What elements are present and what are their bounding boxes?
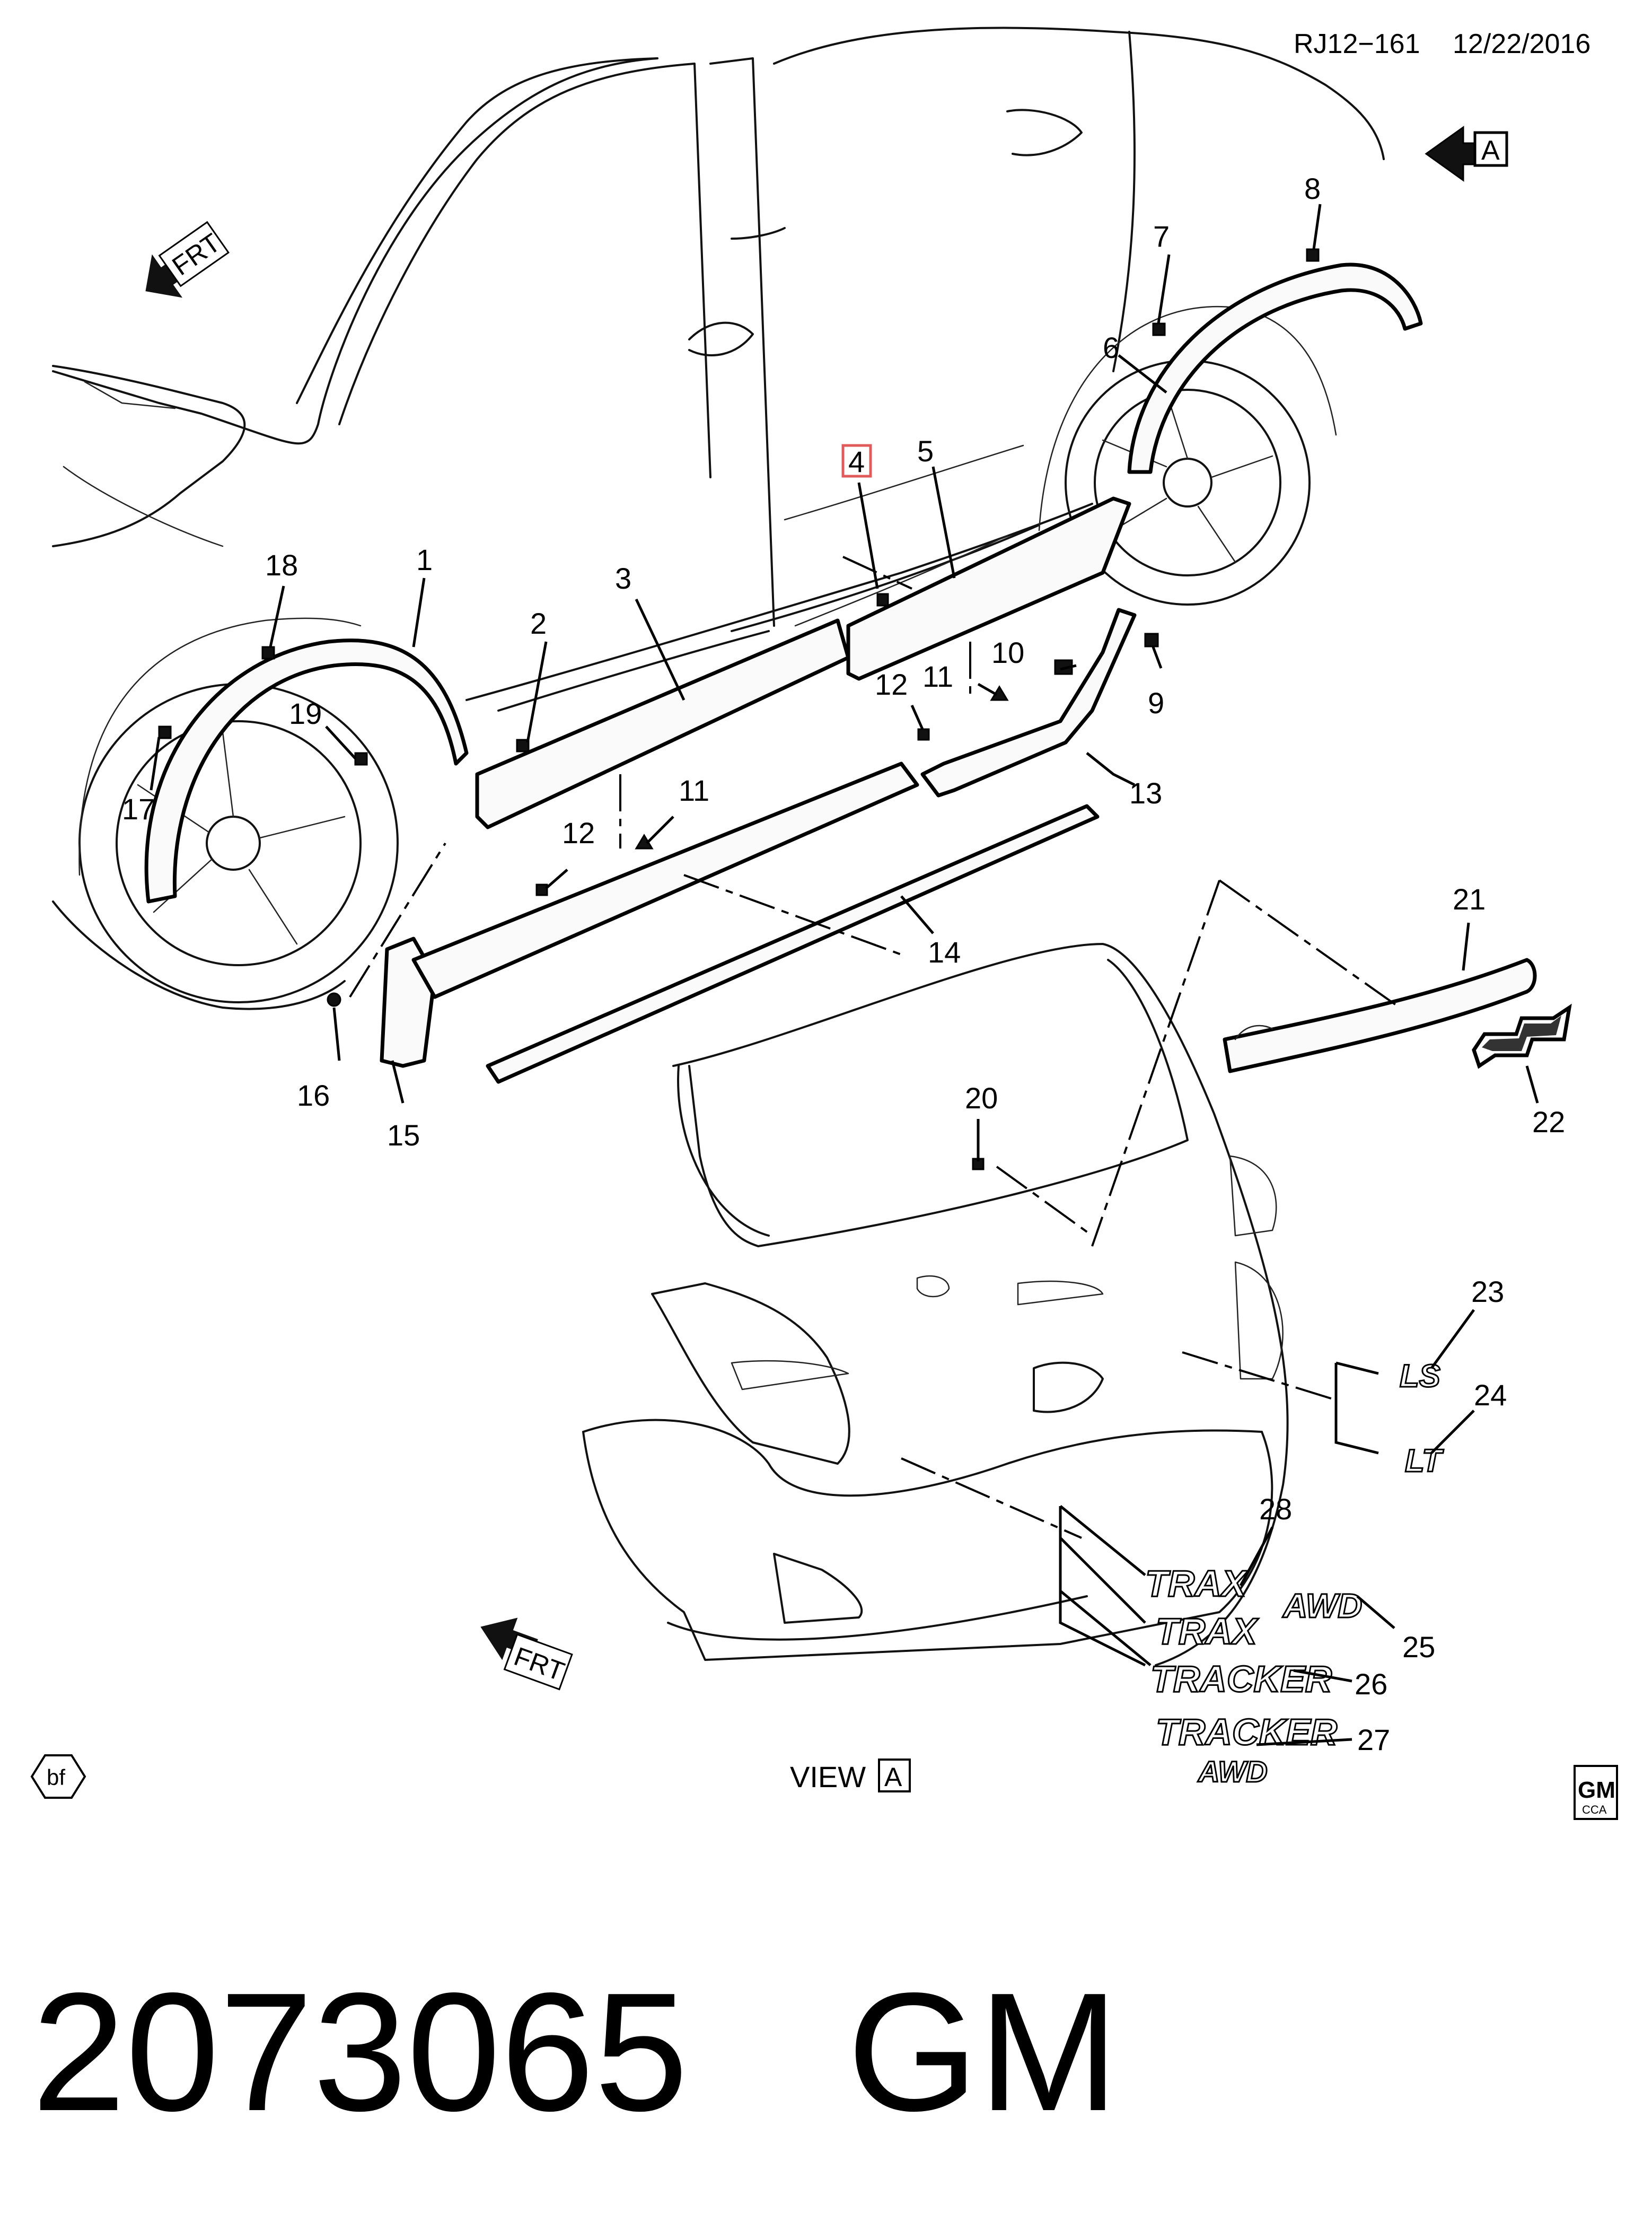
leader-lines	[150, 204, 1539, 1746]
callout-6: 6	[1103, 331, 1119, 364]
part-number: 2073065	[32, 1958, 688, 2146]
callout-16: 16	[297, 1079, 330, 1112]
callout-27: 27	[1357, 1723, 1390, 1756]
front-wheel-liner	[78, 617, 362, 876]
tracker-nameplate-27: TRACKER	[1156, 1711, 1338, 1753]
bf-mark: bf	[30, 1754, 86, 1799]
callout-4: 4	[848, 445, 865, 478]
view-label-letter: A	[884, 1762, 902, 1792]
front-arrow-icon: FRT	[145, 221, 230, 298]
applique-harness	[1234, 1025, 1273, 1040]
callout-22: 22	[1532, 1105, 1565, 1139]
vehicle-rear-view	[582, 943, 1289, 1666]
rear-wheel-molding	[1127, 263, 1423, 474]
trax-nameplate: TRAX	[1145, 1563, 1249, 1604]
callout-28: 28	[1259, 1492, 1292, 1526]
rocker-panel-molding	[411, 762, 919, 999]
callout-2: 2	[530, 607, 547, 640]
callout-11-front: 11	[679, 774, 709, 807]
callout-15: 15	[387, 1118, 420, 1152]
diagram-code: RJ12−161	[1294, 29, 1420, 59]
bf-mark-text: bf	[47, 1765, 65, 1790]
callout-20: 20	[965, 1081, 998, 1115]
callout-25: 25	[1402, 1630, 1435, 1664]
callout-26: 26	[1355, 1667, 1387, 1701]
gm-logo-sub: CCA	[1582, 1803, 1607, 1816]
callout-7: 7	[1153, 220, 1170, 253]
ls-emblem-text: LS	[1400, 1358, 1440, 1394]
rear-rocker-extension	[920, 608, 1137, 798]
liftgate-applique	[1223, 958, 1537, 1073]
callout-8: 8	[1304, 172, 1321, 205]
view-a-arrow-icon: A	[1425, 126, 1508, 182]
front-door-molding	[475, 618, 850, 829]
callout-4-highlight	[841, 444, 872, 478]
vehicle-side-body	[52, 27, 1385, 1010]
callout-17: 17	[122, 792, 155, 826]
callout-1: 1	[416, 543, 433, 576]
retainer-clips	[158, 248, 1320, 1170]
callout-21: 21	[1453, 882, 1486, 916]
callout-23: 23	[1471, 1275, 1504, 1308]
diagram-date: 12/22/2016	[1453, 29, 1591, 59]
trax-awd-nameplate: TRAX	[1156, 1611, 1259, 1652]
callout-10: 10	[991, 636, 1024, 669]
awd-nameplate-27: AWD	[1197, 1755, 1268, 1788]
tracker-nameplate-26: TRACKER	[1150, 1658, 1332, 1700]
callout-11-rear: 11	[922, 660, 953, 693]
front-wheel-molding	[144, 638, 469, 904]
view-a-letter: A	[1481, 135, 1500, 166]
callout-12-front: 12	[562, 816, 595, 850]
phantom-lines	[349, 556, 1401, 1539]
awd-nameplate-25: AWD	[1282, 1587, 1362, 1625]
callout-9: 9	[1148, 686, 1164, 720]
lower-rocker-strip	[486, 804, 1100, 1084]
bowtie-emblem	[1472, 1003, 1572, 1069]
callout-labels: 1 2 3 4 5 6 7 8 9 10 11 11 12 12 13 14 1…	[122, 172, 1565, 1756]
emblem-brackets	[1059, 1361, 1379, 1667]
callout-5: 5	[917, 434, 934, 468]
rear-door-molding	[846, 496, 1131, 681]
callout-3: 3	[615, 562, 631, 595]
callout-12-rear: 12	[875, 668, 908, 701]
gm-logo-main: GM	[1578, 1777, 1615, 1803]
front-arrow-icon-lower: FRT	[480, 1617, 573, 1691]
callout-19: 19	[289, 697, 322, 730]
ls-emblem: LS	[1399, 1358, 1442, 1395]
view-a-label: VIEW A	[790, 1759, 911, 1794]
rear-wheel-arch	[1038, 305, 1337, 531]
callout-24: 24	[1474, 1378, 1507, 1412]
brand-name: GM	[847, 1958, 1119, 2146]
callout-14: 14	[928, 935, 961, 969]
callout-18: 18	[265, 548, 298, 582]
footer-caption: 2073065 GM	[32, 1946, 1622, 2158]
gm-logo: GM CCA	[1574, 1765, 1618, 1820]
callout-13: 13	[1129, 776, 1162, 810]
front-wheel	[78, 683, 399, 1003]
view-label-text: VIEW	[790, 1760, 866, 1794]
